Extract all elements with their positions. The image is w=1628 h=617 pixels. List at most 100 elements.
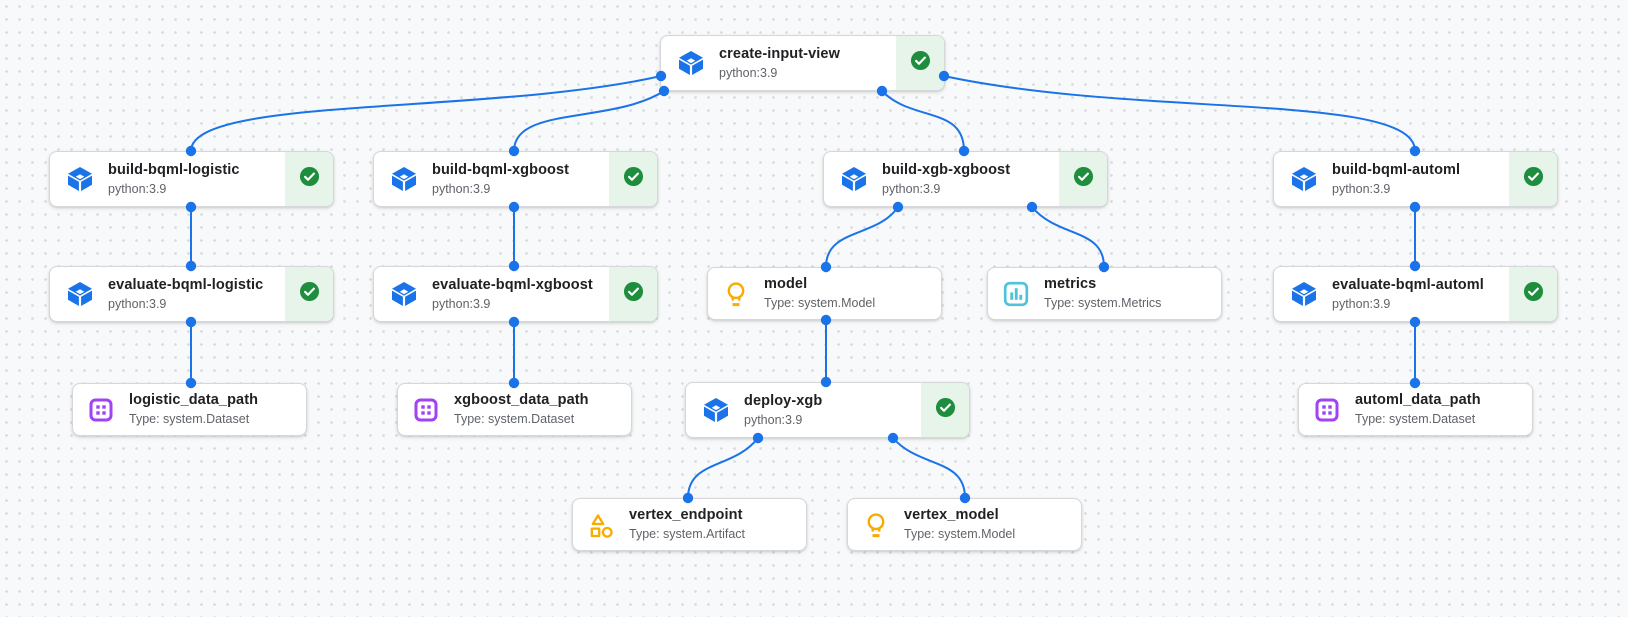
status-section xyxy=(609,267,657,321)
node-text: evaluate-bqml-logistic python:3.9 xyxy=(108,276,263,312)
edge-build-xgb-xgboost-to-model xyxy=(825,206,899,268)
node-build-bqml-logistic[interactable]: build-bqml-logistic python:3.9 xyxy=(49,151,334,207)
component-cube-icon xyxy=(1290,280,1318,308)
node-text: evaluate-bqml-automl python:3.9 xyxy=(1332,276,1484,312)
success-check-icon xyxy=(623,166,644,192)
node-build-bqml-xgboost[interactable]: build-bqml-xgboost python:3.9 xyxy=(373,151,658,207)
component-cube-icon xyxy=(1290,165,1318,193)
node-subtitle: python:3.9 xyxy=(744,412,803,427)
node-title: build-bqml-xgboost xyxy=(432,161,570,178)
node-subtitle: Type: system.Dataset xyxy=(129,412,250,427)
node-subtitle: python:3.9 xyxy=(1332,296,1391,311)
edge-deploy-xgb-to-vertex_endpoint xyxy=(687,437,759,499)
success-check-icon xyxy=(935,397,956,423)
node-subtitle: python:3.9 xyxy=(108,296,167,311)
node-subtitle: python:3.9 xyxy=(432,296,491,311)
node-title: metrics xyxy=(1044,276,1097,293)
success-check-icon xyxy=(299,281,320,307)
status-section xyxy=(285,267,333,321)
component-cube-icon xyxy=(390,280,418,308)
node-evaluate-bqml-automl[interactable]: evaluate-bqml-automl python:3.9 xyxy=(1273,266,1558,322)
component-cube-icon xyxy=(66,280,94,308)
status-section xyxy=(1059,152,1107,206)
status-section xyxy=(921,383,969,437)
node-title: vertex_endpoint xyxy=(629,507,743,524)
node-title: model xyxy=(764,276,808,293)
component-cube-icon xyxy=(390,165,418,193)
success-check-icon xyxy=(299,166,320,192)
node-subtitle: python:3.9 xyxy=(108,181,167,196)
artifact-shapes-icon xyxy=(587,511,615,539)
node-title: xgboost_data_path xyxy=(454,392,589,409)
dataset-icon xyxy=(1313,396,1341,424)
node-evaluate-bqml-xgboost[interactable]: evaluate-bqml-xgboost python:3.9 xyxy=(373,266,658,322)
edge-create-input-view-to-build-bqml-automl xyxy=(943,75,1416,152)
edge-deploy-xgb-to-vertex_model xyxy=(892,437,966,499)
dataset-icon xyxy=(87,396,115,424)
node-title: build-bqml-logistic xyxy=(108,161,240,178)
component-cube-icon xyxy=(66,165,94,193)
model-lightbulb-icon xyxy=(722,280,750,308)
node-subtitle: Type: system.Artifact xyxy=(629,527,746,542)
success-check-icon xyxy=(1523,166,1544,192)
node-text: build-bqml-xgboost python:3.9 xyxy=(432,161,569,197)
node-title: evaluate-bqml-xgboost xyxy=(432,276,593,293)
edge-create-input-view-to-build-bqml-xgboost xyxy=(513,90,665,152)
status-section xyxy=(609,152,657,206)
success-check-icon xyxy=(910,50,931,76)
node-build-bqml-automl[interactable]: build-bqml-automl python:3.9 xyxy=(1273,151,1558,207)
success-check-icon xyxy=(623,281,644,307)
node-text: create-input-view python:3.9 xyxy=(719,45,840,81)
success-check-icon xyxy=(1073,166,1094,192)
node-title: build-xgb-xgboost xyxy=(882,161,1011,178)
node-subtitle: python:3.9 xyxy=(1332,181,1391,196)
node-title: build-bqml-automl xyxy=(1332,161,1461,178)
edge-build-xgb-xgboost-to-metrics xyxy=(1031,206,1105,268)
node-title: logistic_data_path xyxy=(129,392,259,409)
component-cube-icon xyxy=(840,165,868,193)
node-title: create-input-view xyxy=(719,45,840,62)
dataset-icon xyxy=(412,396,440,424)
status-section xyxy=(1509,152,1557,206)
status-section xyxy=(896,36,944,90)
node-subtitle: python:3.9 xyxy=(432,181,491,196)
node-create-input-view[interactable]: create-input-view python:3.9 xyxy=(660,35,945,91)
edge-create-input-view-to-build-bqml-logistic xyxy=(190,75,662,152)
node-subtitle: python:3.9 xyxy=(719,65,778,80)
node-text: build-bqml-automl python:3.9 xyxy=(1332,161,1460,197)
status-section xyxy=(285,152,333,206)
node-title: automl_data_path xyxy=(1355,392,1481,409)
node-subtitle: Type: system.Metrics xyxy=(1044,296,1162,311)
node-title: evaluate-bqml-automl xyxy=(1332,276,1484,293)
node-title: evaluate-bqml-logistic xyxy=(108,276,264,293)
component-cube-icon xyxy=(702,396,730,424)
node-subtitle: Type: system.Model xyxy=(764,296,876,311)
model-lightbulb-icon xyxy=(862,511,890,539)
metrics-chart-icon xyxy=(1002,280,1030,308)
node-title: vertex_model xyxy=(904,507,999,524)
node-subtitle: Type: system.Dataset xyxy=(1355,412,1476,427)
node-text: evaluate-bqml-xgboost python:3.9 xyxy=(432,276,593,312)
node-evaluate-bqml-logistic[interactable]: evaluate-bqml-logistic python:3.9 xyxy=(49,266,334,322)
edge-create-input-view-to-build-xgb-xgboost xyxy=(881,90,965,152)
success-check-icon xyxy=(1523,281,1544,307)
